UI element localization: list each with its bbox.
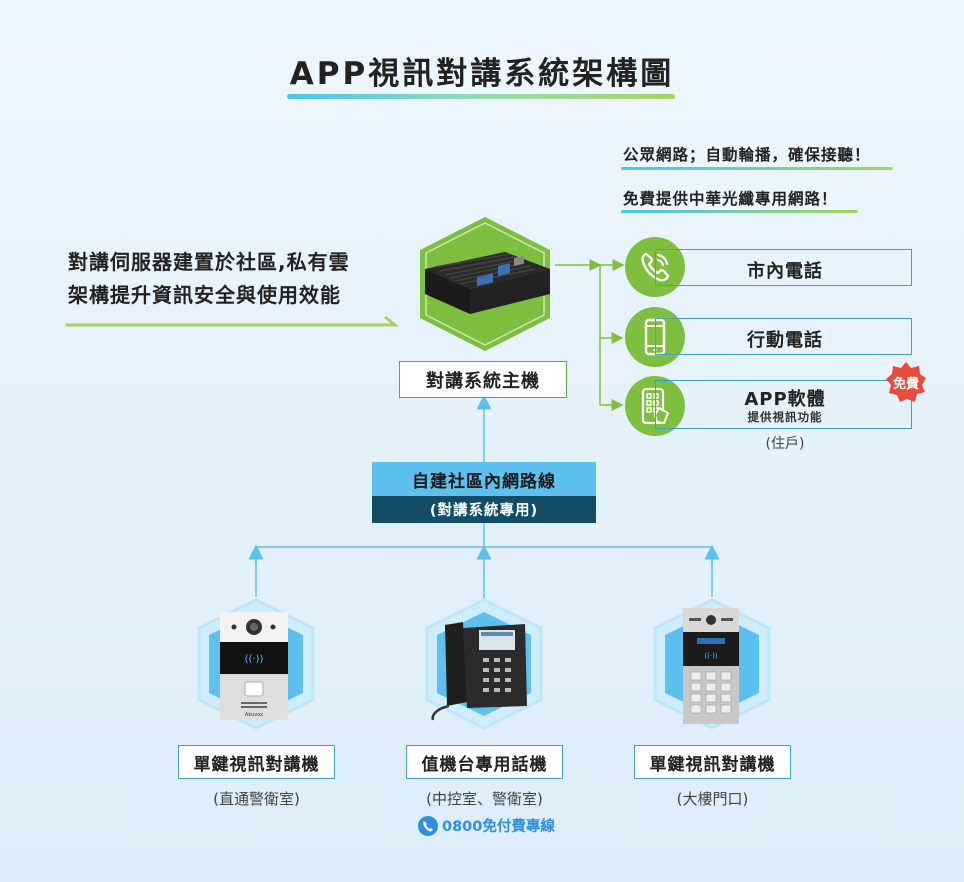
- app-label: APP軟體: [744, 389, 826, 410]
- video-intercom-icon: ((·)) Akuvox: [197, 598, 315, 730]
- app-resident-note: (住戶): [765, 436, 805, 452]
- note-underline: [621, 210, 858, 213]
- app-box: [655, 380, 912, 429]
- community-network-label: 自建社區內網路線: [372, 462, 596, 496]
- svg-text:((·)): ((·)): [245, 654, 264, 665]
- free-badge-icon: [886, 362, 926, 402]
- svg-text:((·)): ((·)): [704, 652, 717, 660]
- app-sublabel: 提供視訊功能: [747, 410, 823, 424]
- network-dedicated-label: (對講系統專用): [372, 496, 596, 523]
- mobile-label: 行動電話: [747, 330, 823, 351]
- note-underline: [621, 167, 893, 170]
- host-system-label: 對講系統主機: [399, 361, 567, 398]
- keypad-intercom-icon: ((·)): [653, 598, 771, 730]
- server-description: 對講伺服器建置於社區,私有雲 架構提升資訊安全與使用效能: [68, 246, 408, 312]
- landline-box: [655, 249, 912, 286]
- toll-free-line: 0800免付費專線: [418, 815, 555, 836]
- free-badge-label: 免費: [892, 377, 919, 392]
- page-title: APP視訊對講系統架構圖: [289, 56, 675, 92]
- landline-label: 市內電話: [747, 261, 823, 282]
- title-underline: [287, 94, 675, 99]
- device-sub-guard: (直通警衛室): [213, 790, 300, 808]
- host-server-image: [420, 217, 550, 351]
- desk-phone-icon: [425, 598, 543, 730]
- note-public-network: 公眾網路；自動輪播，確保接聽！: [623, 146, 871, 164]
- mobile-box: [655, 318, 912, 355]
- server-description-line: 對講伺服器建置於社區,私有雲: [68, 250, 350, 274]
- device-button-intercom-guard: 單鍵視訊對講機: [178, 745, 335, 779]
- toll-free-label: 0800免付費專線: [442, 819, 555, 835]
- server-description-line: 架構提升資訊安全與使用效能: [68, 283, 341, 307]
- device-sub-entrance: (大樓門口): [676, 790, 749, 808]
- svg-text:Akuvox: Akuvox: [245, 712, 263, 718]
- device-sub-control-room: (中控室、警衛室): [426, 790, 543, 808]
- toll-free-phone-icon: [418, 815, 438, 836]
- device-console-phone: 值機台專用話機: [406, 745, 563, 779]
- device-button-intercom-entrance: 單鍵視訊對講機: [634, 745, 791, 779]
- note-free-fiber: 免費提供中華光纖專用網路！: [623, 190, 838, 208]
